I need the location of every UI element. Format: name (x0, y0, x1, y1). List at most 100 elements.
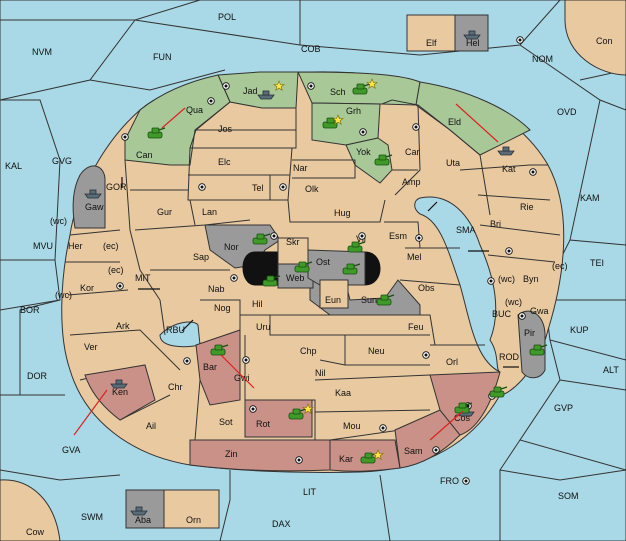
label-eun: Eun (325, 295, 341, 305)
label-kal: KAL (5, 161, 22, 171)
label-grh: Grh (346, 106, 361, 116)
label-ovd: OVD (557, 107, 577, 117)
province-bar[interactable] (195, 329, 241, 406)
label-ec-3: (ec) (552, 261, 568, 271)
label-gaw: Gaw (85, 202, 104, 212)
label-wc-3: (wc) (498, 274, 515, 284)
map-labels: POL NVM FUN COB NOM OVD Con Elf Hel KAL … (5, 12, 619, 537)
label-wc-4: (wc) (505, 297, 522, 307)
label-chp: Chp (300, 346, 317, 356)
label-sun: Sun (361, 295, 377, 305)
label-mou: Mou (343, 421, 361, 431)
label-wc-2: (wc) (55, 290, 72, 300)
label-skr: Skr (286, 237, 300, 247)
province-eun[interactable] (319, 279, 349, 309)
label-sam: Sam (404, 446, 423, 456)
label-sot: Sot (219, 417, 233, 427)
label-kor: Kor (80, 283, 94, 293)
label-bor: BOR (20, 305, 40, 315)
label-fun: FUN (153, 52, 172, 62)
label-hel: Hel (466, 38, 480, 48)
label-ec-2: (ec) (108, 265, 124, 275)
label-can: Can (136, 150, 153, 160)
label-uru: Uru (256, 322, 271, 332)
label-dor: DOR (27, 371, 48, 381)
label-pol: POL (218, 12, 236, 22)
province-pir[interactable] (517, 310, 546, 379)
inner-sea-west (159, 321, 201, 348)
label-ost: Ost (316, 257, 331, 267)
province-orn[interactable] (163, 489, 220, 529)
label-web: Web (286, 273, 304, 283)
label-kam: KAM (580, 193, 600, 203)
province-aba[interactable] (125, 489, 165, 529)
label-dax: DAX (272, 519, 291, 529)
label-sma: SMA (456, 225, 476, 235)
move-orders (73, 103, 499, 441)
label-gwi: Gwi (234, 373, 250, 383)
label-bar: Bar (203, 362, 217, 372)
label-ver: Ver (84, 342, 98, 352)
label-alt: ALT (603, 365, 619, 375)
label-chr: Chr (168, 382, 183, 392)
province-ken[interactable] (84, 364, 156, 421)
label-swm: SWM (81, 512, 103, 522)
label-cos: Cos (454, 413, 471, 423)
label-tel: Tel (252, 183, 264, 193)
label-byn: Byn (523, 274, 539, 284)
label-obs: Obs (418, 283, 435, 293)
label-sap: Sap (193, 252, 209, 262)
label-neu: Neu (368, 346, 385, 356)
label-cob: COB (301, 44, 321, 54)
label-zin: Zin (225, 449, 238, 459)
label-aba: Aba (135, 515, 151, 525)
province-can[interactable] (124, 74, 231, 166)
label-gvp: GVP (554, 403, 573, 413)
label-wc-1: (wc) (50, 216, 67, 226)
label-amp: Amp (402, 177, 421, 187)
label-nil: Nil (315, 368, 326, 378)
label-nog: Nog (214, 303, 231, 313)
label-sch: Sch (330, 87, 346, 97)
label-lan: Lan (202, 207, 217, 217)
label-mit: MIT (135, 273, 151, 283)
label-nor: Nor (224, 242, 239, 252)
label-gur: Gur (157, 207, 172, 217)
label-kat: Kat (502, 164, 516, 174)
passages (121, 177, 519, 368)
label-her: Her (68, 241, 83, 251)
label-rbu: RBU (166, 325, 185, 335)
label-yok: Yok (356, 147, 371, 157)
label-eld: Eld (448, 117, 461, 127)
label-elc: Elc (218, 157, 231, 167)
label-feu: Feu (408, 322, 424, 332)
label-mel: Mel (407, 252, 422, 262)
label-buc: BUC (492, 309, 512, 319)
label-ail: Ail (146, 421, 156, 431)
label-olk: Olk (305, 184, 319, 194)
province-zin[interactable] (189, 439, 331, 472)
label-ark: Ark (116, 321, 130, 331)
label-kar: Kar (339, 454, 353, 464)
label-rie: Rie (520, 202, 534, 212)
label-esm: Esm (389, 231, 407, 241)
label-fro: FRO (440, 476, 459, 486)
label-jos: Jos (218, 124, 233, 134)
label-kaa: Kaa (335, 388, 351, 398)
label-pir: Pir (524, 328, 535, 338)
label-uta: Uta (446, 158, 460, 168)
label-hug: Hug (334, 208, 351, 218)
province-elf[interactable] (406, 14, 456, 52)
label-gwa: Gwa (530, 306, 549, 316)
label-bri: Bri (490, 219, 501, 229)
label-kup: KUP (570, 325, 589, 335)
label-rod: ROD (499, 352, 520, 362)
label-orl: Orl (446, 357, 458, 367)
label-hil: Hil (252, 299, 263, 309)
label-lit: LIT (303, 487, 317, 497)
label-orn: Orn (186, 515, 201, 525)
label-tei: TEI (590, 258, 604, 268)
label-mvu: MVU (33, 241, 53, 251)
label-qua: Qua (186, 105, 203, 115)
